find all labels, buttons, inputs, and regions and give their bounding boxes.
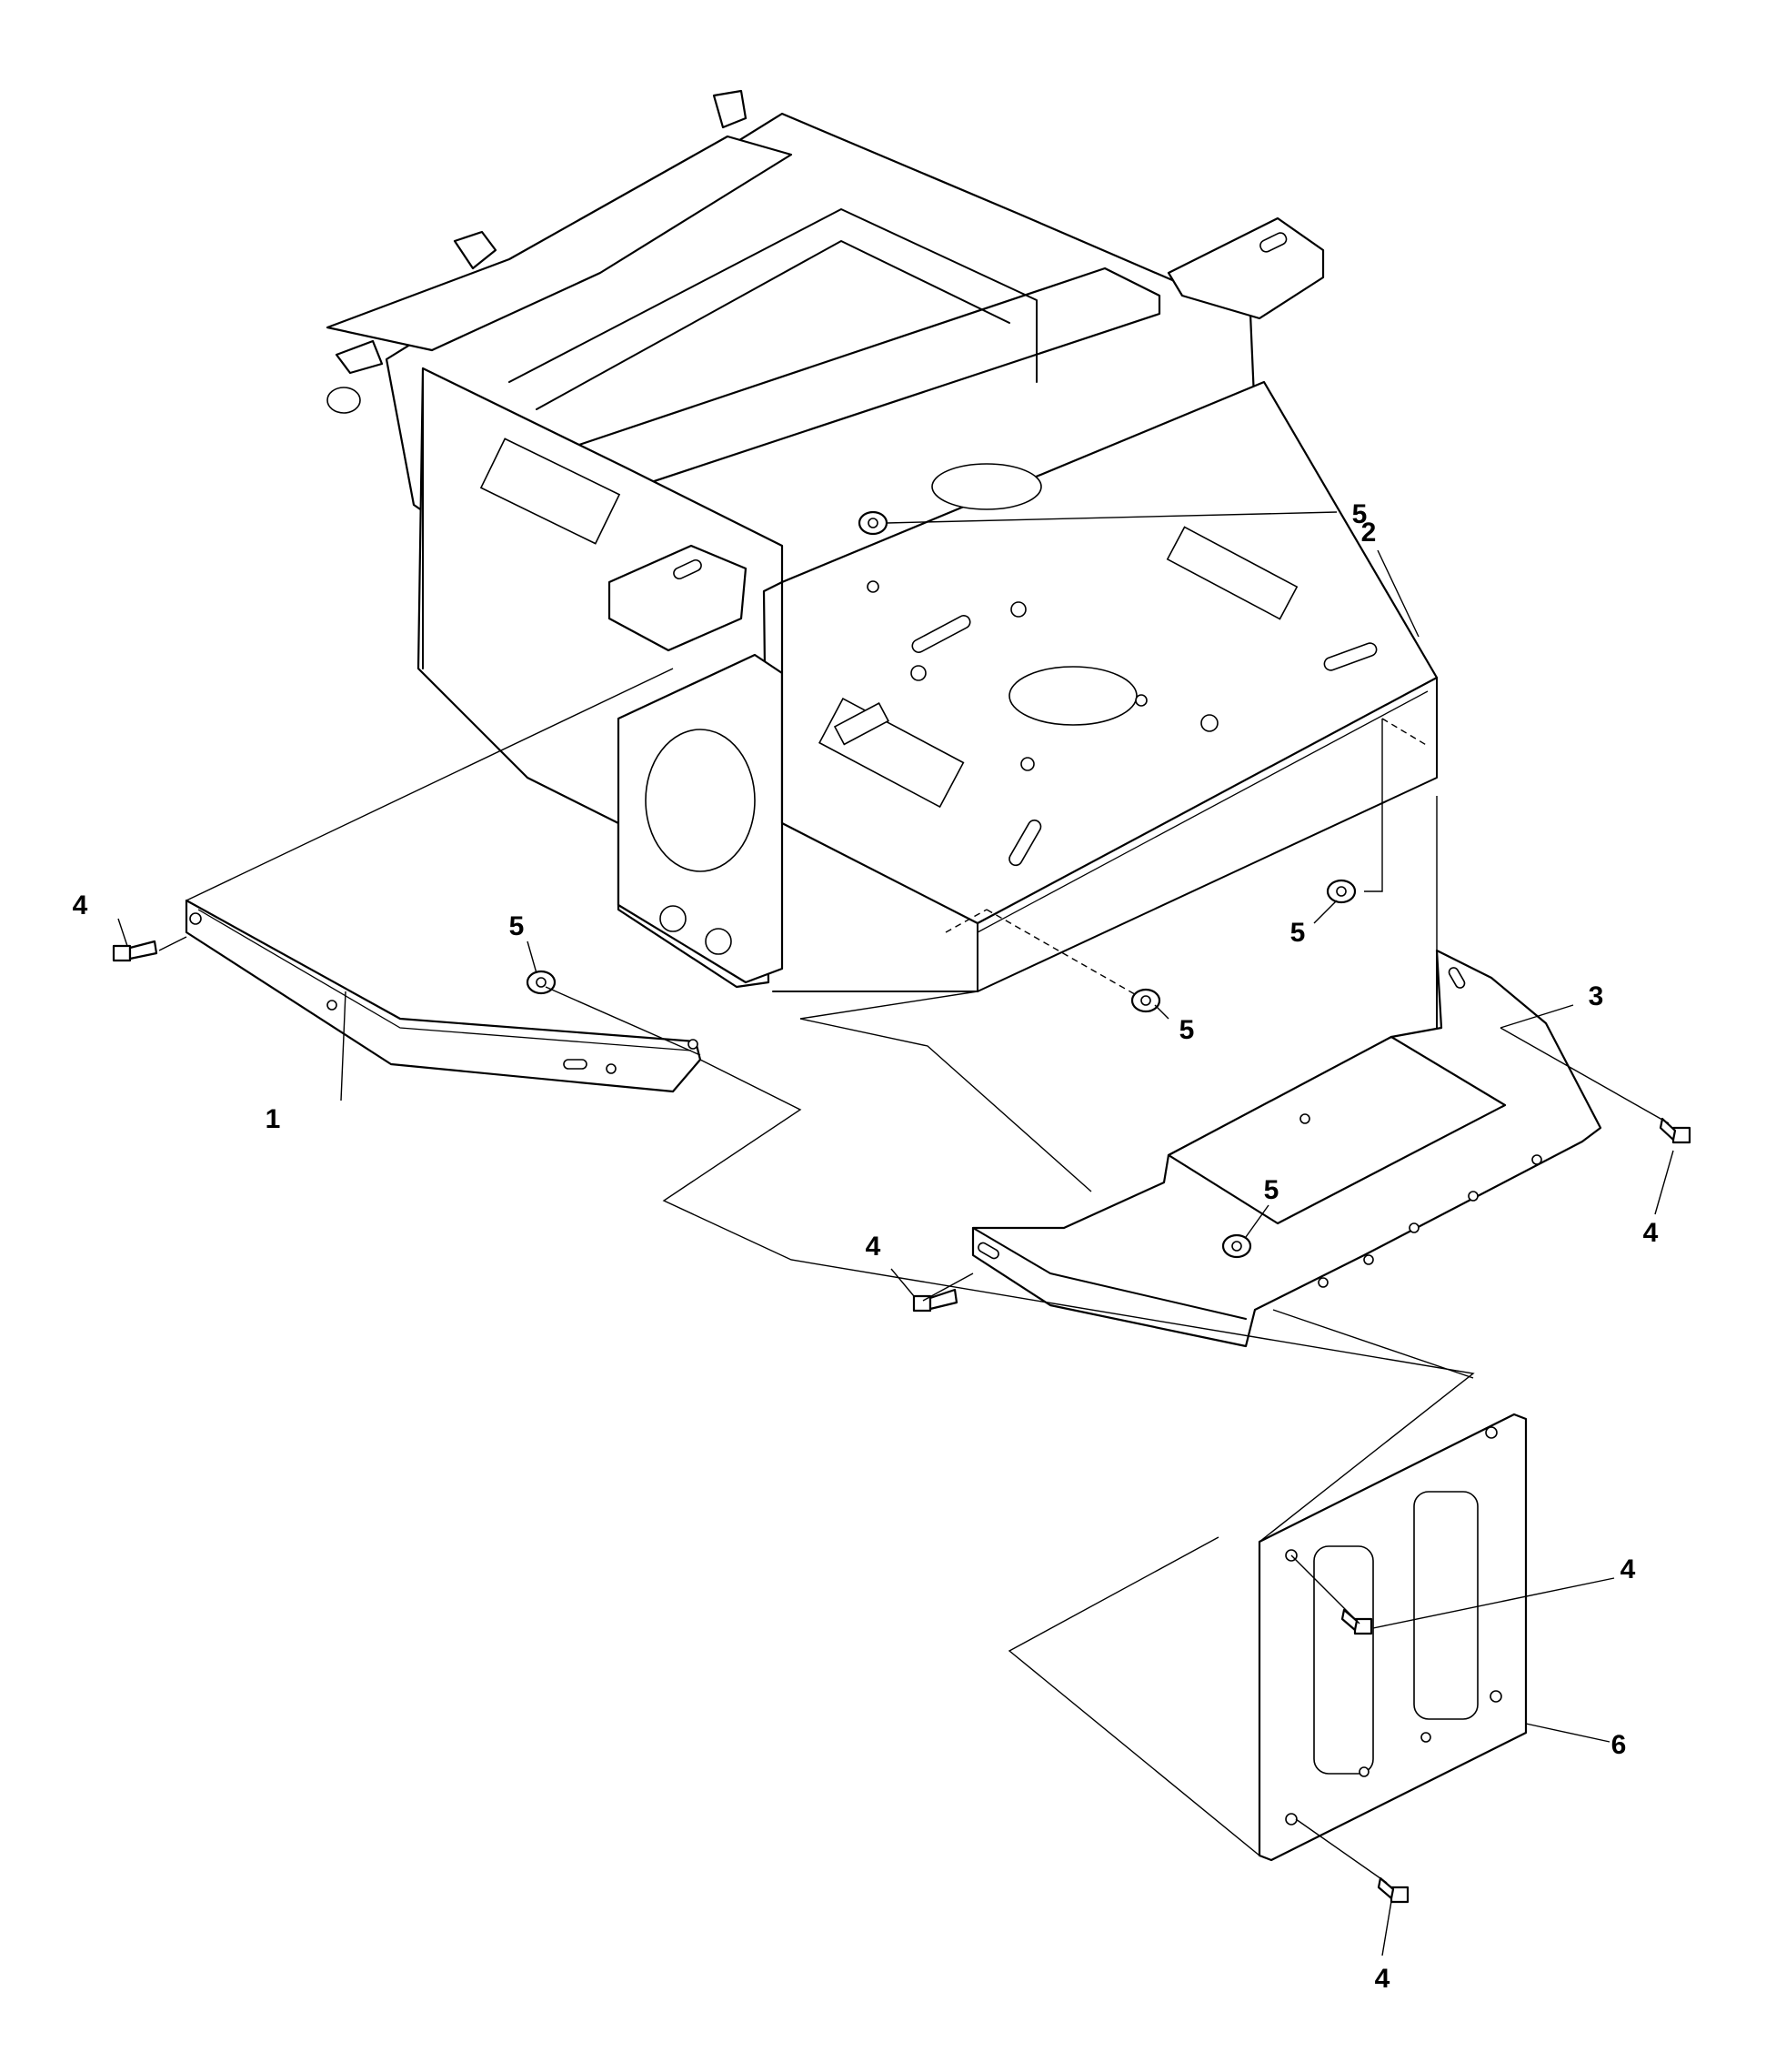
hidden-lines bbox=[946, 719, 1428, 1001]
callout-1: 1 bbox=[266, 1104, 281, 1134]
callout-5d: 5 bbox=[1179, 1015, 1195, 1045]
callout-4e: 4 bbox=[1375, 1964, 1390, 1994]
callout-6: 6 bbox=[1611, 1730, 1627, 1760]
callout-5c: 5 bbox=[1290, 918, 1306, 948]
nut-3 bbox=[1132, 990, 1159, 1011]
callout-4c: 4 bbox=[1643, 1218, 1659, 1248]
bolt-5 bbox=[1379, 1878, 1408, 1902]
nut-2 bbox=[527, 971, 555, 993]
nut-4 bbox=[1328, 880, 1355, 902]
callout-leaders bbox=[118, 512, 1673, 1956]
callout-5e: 5 bbox=[1264, 1175, 1279, 1205]
front-brace bbox=[186, 900, 700, 1091]
bolt-3 bbox=[1661, 1119, 1690, 1142]
main-frame bbox=[327, 91, 1437, 991]
nut-5 bbox=[1223, 1235, 1250, 1257]
callout-4a: 4 bbox=[73, 890, 88, 920]
callout-4b: 4 bbox=[866, 1232, 881, 1262]
alignment-lines bbox=[159, 669, 1669, 1883]
callouts: 1 2 3 4 4 4 4 4 5 5 5 5 5 6 bbox=[73, 499, 1659, 1994]
bolt-2 bbox=[914, 1290, 957, 1311]
callout-5a: 5 bbox=[1352, 499, 1368, 529]
callout-3: 3 bbox=[1589, 981, 1604, 1011]
nut-1 bbox=[859, 512, 887, 534]
bolt-1 bbox=[114, 941, 156, 961]
callout-2: 2 bbox=[1361, 518, 1377, 548]
callout-4d: 4 bbox=[1621, 1554, 1636, 1584]
callout-5b: 5 bbox=[509, 911, 525, 941]
cover-plate bbox=[1259, 1414, 1526, 1860]
lower-cradle bbox=[973, 951, 1600, 1346]
nut bbox=[527, 512, 1355, 1257]
